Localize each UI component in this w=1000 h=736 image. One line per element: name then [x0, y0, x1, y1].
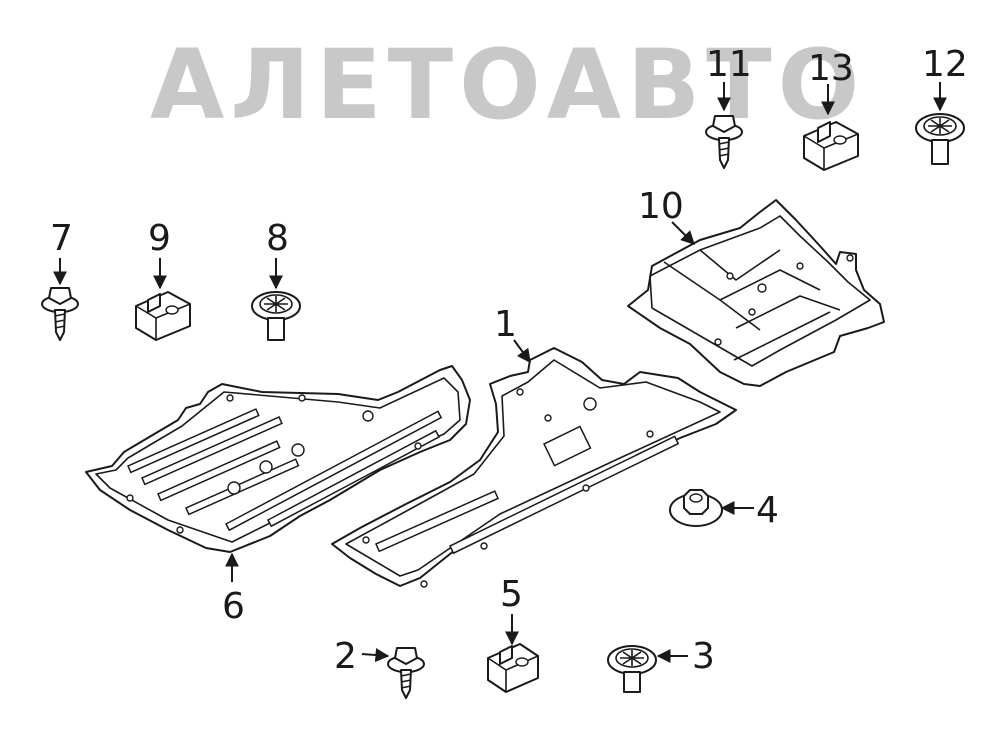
callout-11: 11: [706, 44, 752, 85]
leader-arrows: [53, 82, 947, 663]
part-5-clip-nut: [487, 643, 539, 693]
callout-12: 12: [922, 44, 968, 85]
callout-1: 1: [494, 304, 517, 345]
watermark-logo: АЛЕТОАВТО: [150, 29, 865, 141]
callout-10: 10: [638, 186, 684, 227]
callout-4: 4: [756, 490, 779, 531]
part-9-clip-nut: [135, 291, 191, 341]
callout-9: 9: [148, 218, 171, 259]
callout-6: 6: [222, 586, 245, 627]
callout-7: 7: [50, 218, 73, 259]
callout-8: 8: [266, 218, 289, 259]
part-13-clip-nut: [803, 121, 859, 171]
part-2-screw: [387, 647, 425, 699]
part-10-rear-shield: [627, 199, 885, 387]
part-8-rivet: [251, 291, 301, 341]
part-6-left-shield: [85, 365, 471, 553]
part-1-center-shield: [331, 347, 737, 588]
part-12-rivet: [915, 113, 965, 165]
part-7-screw: [41, 287, 79, 341]
callout-3: 3: [692, 636, 715, 677]
part-4-flange-nut: [669, 489, 723, 527]
callout-13: 13: [808, 48, 854, 89]
part-3-rivet: [607, 645, 657, 693]
callout-5: 5: [500, 574, 523, 615]
watermark-text: АЛЕТОАВТО: [150, 29, 865, 141]
callout-labels: 1 2 3 4 5 6 7 8 9 10 11 12 13: [50, 44, 968, 677]
part-11-screw: [705, 115, 743, 169]
callout-2: 2: [334, 636, 357, 677]
